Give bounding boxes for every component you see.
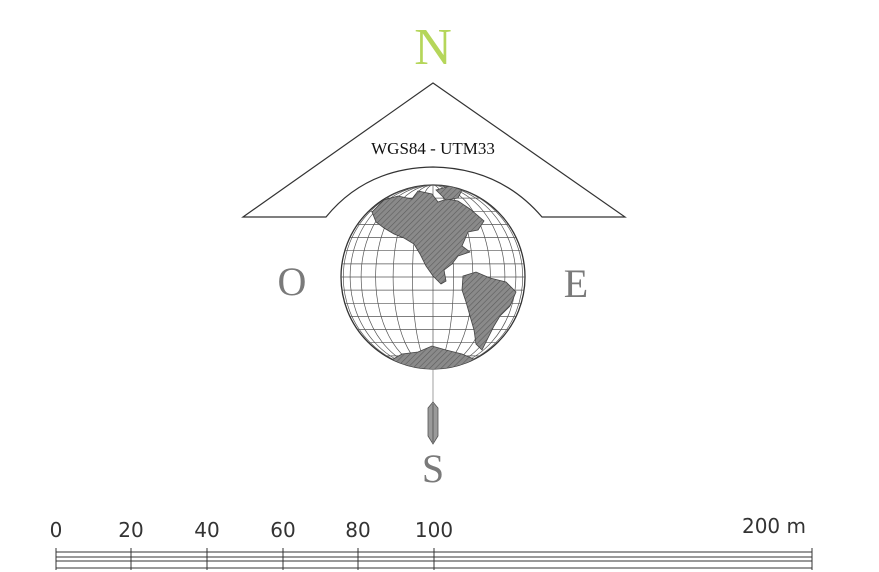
north-label: N [414, 19, 452, 76]
scale-label-20: 20 [118, 518, 143, 542]
scale-label-60: 60 [270, 518, 295, 542]
scale-label-200: 200 m [742, 514, 806, 538]
globe-icon [340, 184, 526, 370]
datum-label: WGS84 - UTM33 [371, 139, 495, 158]
scale-label-80: 80 [345, 518, 370, 542]
scale-bar [55, 548, 813, 570]
south-label: S [422, 446, 444, 491]
north-pointer-roof [241, 82, 627, 218]
west-label: O [278, 259, 307, 304]
east-label: E [564, 261, 588, 306]
scale-labels: 0 20 40 60 80 100 200 m [50, 514, 806, 542]
scale-label-40: 40 [194, 518, 219, 542]
scale-label-0: 0 [50, 518, 63, 542]
scale-label-100: 100 [415, 518, 453, 542]
continents-shape [371, 185, 517, 369]
